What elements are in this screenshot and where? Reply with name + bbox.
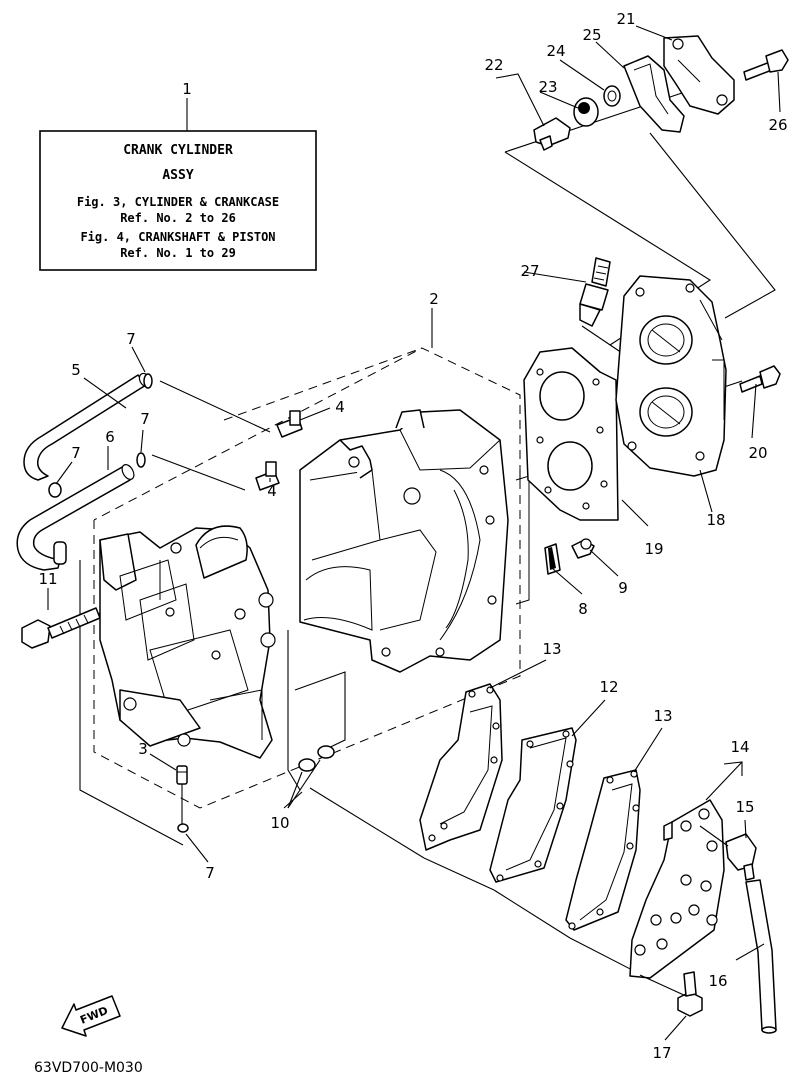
gasket-part-13-right	[565, 769, 641, 931]
assy-ref-fig3-range: Ref. No. 2 to 26	[120, 211, 236, 225]
thermostat-valve-part-22	[533, 117, 571, 151]
clip-parts-7	[48, 373, 189, 833]
callout-21: 21	[616, 10, 635, 28]
screw-part-9	[571, 538, 595, 559]
assy-ref-fig4: Fig. 4, CRANKSHAFT & PISTON	[80, 230, 275, 244]
callout-numbers: 1 2 3 4 4 5 6 7 7 7 7 8 9 10 11 12 13 13…	[38, 10, 787, 1062]
callout-7-mid: 7	[140, 410, 150, 428]
ring-part-24	[603, 85, 621, 107]
callout-18: 18	[706, 511, 725, 529]
callout-7-bottom: 7	[205, 864, 215, 882]
callout-8: 8	[578, 600, 588, 618]
callout-11: 11	[38, 570, 57, 588]
bolt-part-11	[21, 607, 101, 649]
bracket-part-8	[544, 543, 561, 575]
callout-2: 2	[429, 290, 439, 308]
callout-19: 19	[644, 540, 663, 558]
callout-22: 22	[484, 56, 503, 74]
callout-15: 15	[735, 798, 754, 816]
callout-25: 25	[582, 26, 601, 44]
fitting-parts-4	[255, 410, 303, 491]
assy-ref-fig4-range: Ref. No. 1 to 29	[120, 246, 236, 260]
crankcase-block	[99, 525, 276, 759]
hose-part-5	[23, 372, 152, 481]
gasket-part-12	[489, 727, 577, 883]
elbow-fitting-part-15	[699, 825, 757, 881]
head-gasket-part-19	[523, 347, 649, 527]
callout-24: 24	[546, 42, 565, 60]
callout-10: 10	[270, 814, 289, 832]
callout-20: 20	[748, 444, 767, 462]
assy-reference-box: CRANK CYLINDER ASSY Fig. 3, CYLINDER & C…	[39, 98, 317, 271]
callout-7-top: 7	[126, 330, 136, 348]
callout-27: 27	[520, 262, 539, 280]
pin-part-3	[176, 765, 188, 785]
forward-direction-arrow: FWD	[61, 995, 121, 1037]
hose-part-16	[745, 879, 777, 1034]
hose-part-6	[16, 464, 135, 571]
callout-3: 3	[138, 740, 148, 758]
gasket-part-25	[623, 55, 685, 133]
callout-14: 14	[730, 738, 749, 756]
assembly-outline-dashed	[93, 347, 521, 809]
callout-5: 5	[71, 361, 81, 379]
callout-4-lower: 4	[267, 482, 277, 500]
callout-12: 12	[599, 678, 618, 696]
bolt-part-20	[739, 365, 781, 393]
spark-plug-part-27	[579, 257, 611, 327]
callout-4-upper: 4	[335, 398, 345, 416]
cylinder-block	[299, 409, 509, 673]
drawing-code: 63VD700-M030	[34, 1060, 143, 1076]
assy-title: CRANK CYLINDER	[123, 143, 233, 158]
callout-16: 16	[708, 972, 727, 990]
callout-leaders	[47, 25, 781, 1041]
callout-9: 9	[618, 579, 628, 597]
leader-lines	[69, 91, 776, 975]
callout-1: 1	[182, 80, 192, 98]
callout-6: 6	[105, 428, 115, 446]
thermostat-cover-part-21	[663, 35, 735, 115]
callout-13-left: 13	[542, 640, 561, 658]
cylinder-head-part-18	[615, 275, 727, 513]
callout-26: 26	[768, 116, 787, 134]
exhaust-cover-part-14	[629, 799, 725, 979]
callout-23: 23	[538, 78, 557, 96]
callout-7-left: 7	[71, 444, 81, 462]
bolt-part-17	[639, 971, 703, 1017]
callout-17: 17	[652, 1044, 671, 1062]
thermostat-part-23	[573, 97, 599, 127]
assy-ref-fig3: Fig. 3, CYLINDER & CRANKCASE	[77, 195, 279, 209]
bolt-part-26	[743, 49, 789, 81]
assy-subtitle: ASSY	[162, 168, 193, 183]
gasket-part-13-left	[419, 683, 503, 851]
callout-13-right: 13	[653, 707, 672, 725]
